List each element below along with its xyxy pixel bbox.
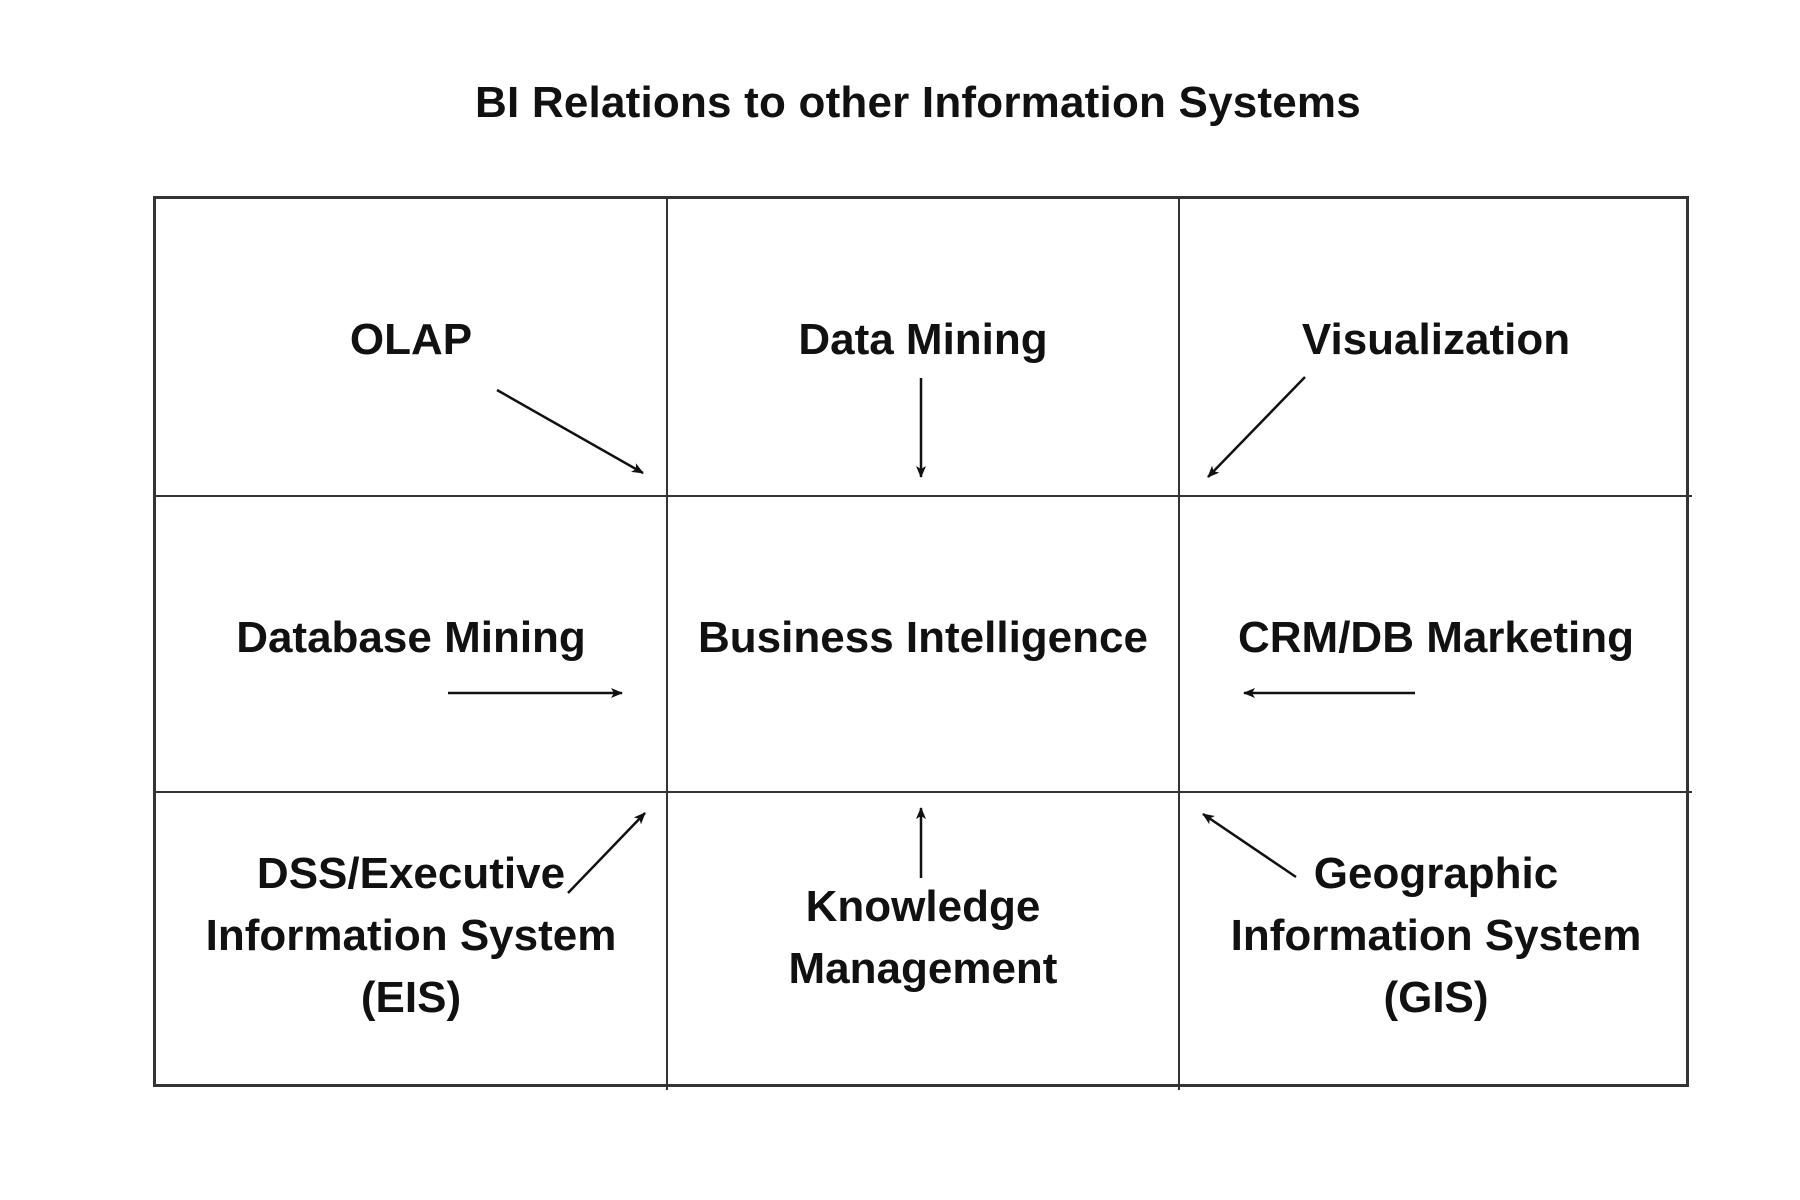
cell-business-intelligence: Business Intelligence <box>668 497 1180 793</box>
node-knowledge-management: Knowledge Management <box>788 882 1058 993</box>
diagram-title: BI Relations to other Information System… <box>475 78 1361 127</box>
node-dss-eis: DSS/Executive Information System (EIS) <box>205 849 617 1022</box>
cell-visualization: Visualization <box>1180 199 1692 497</box>
cell-olap: OLAP <box>156 199 668 497</box>
cell-database-mining: Database Mining <box>156 497 668 793</box>
cell-crm-db-marketing: CRM/DB Marketing <box>1180 497 1692 793</box>
relations-grid: OLAP Data Mining Visualization Database … <box>153 196 1692 1090</box>
node-business-intelligence: Business Intelligence <box>698 613 1148 662</box>
node-gis: Geographic Information System (GIS) <box>1230 849 1642 1022</box>
node-data-mining: Data Mining <box>798 315 1048 364</box>
node-database-mining: Database Mining <box>236 613 586 662</box>
cell-data-mining: Data Mining <box>668 199 1180 497</box>
node-crm-db-marketing: CRM/DB Marketing <box>1237 613 1635 662</box>
cell-knowledge-management: Knowledge Management <box>668 793 1180 1090</box>
cell-gis: Geographic Information System (GIS) <box>1180 793 1692 1090</box>
node-olap: OLAP <box>349 315 473 364</box>
node-visualization: Visualization <box>1301 315 1571 364</box>
cell-dss-eis: DSS/Executive Information System (EIS) <box>156 793 668 1090</box>
